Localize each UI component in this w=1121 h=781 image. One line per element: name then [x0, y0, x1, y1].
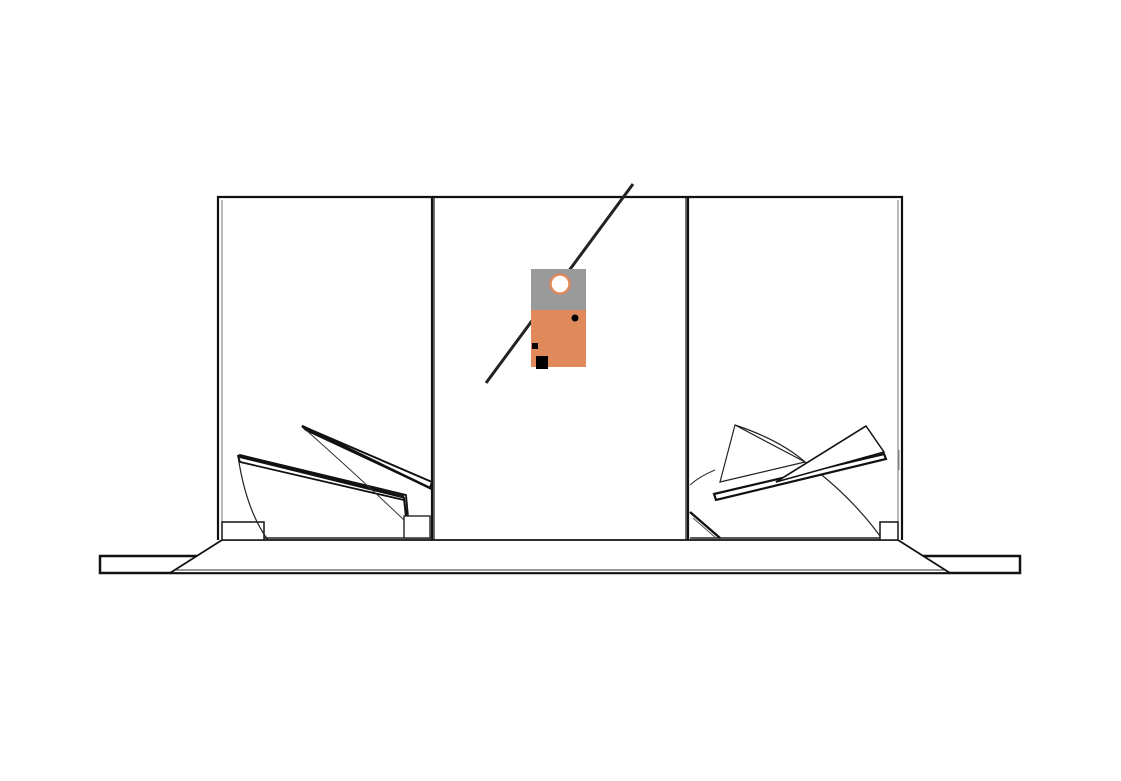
base-flange	[98, 539, 1022, 575]
sensor-dot	[571, 314, 579, 322]
left-flap-bottom-edge	[237, 454, 405, 499]
right-compartment	[688, 195, 904, 541]
left-foot-block	[221, 521, 265, 541]
center-compartment-outline	[432, 195, 690, 540]
left-compartment-outline	[216, 195, 434, 540]
left-flap-mechanism	[236, 424, 434, 541]
sensor-mark-large	[536, 356, 548, 369]
sensor-mark-small	[532, 343, 538, 349]
sensor-hole	[549, 273, 571, 295]
right-flap-small-curve	[689, 469, 716, 486]
right-flap-sector	[719, 424, 807, 483]
left-compartment	[216, 195, 434, 541]
right-flap-arc-1	[734, 424, 806, 463]
center-compartment	[432, 195, 690, 540]
right-flap-strut	[689, 511, 721, 539]
right-upper-flap-edge	[775, 425, 867, 483]
right-foot-block	[879, 521, 899, 541]
left-upper-flap-curve	[305, 429, 405, 521]
right-flap-mechanism	[689, 424, 888, 539]
left-flap-curve	[237, 455, 269, 541]
right-flap-strut-inner	[692, 517, 717, 539]
flange-trapezoid	[166, 539, 954, 574]
left-flap-foot	[403, 515, 431, 539]
right-compartment-outline	[688, 195, 904, 540]
sensor-module	[531, 269, 586, 369]
left-upper-flap-edge	[301, 424, 433, 491]
